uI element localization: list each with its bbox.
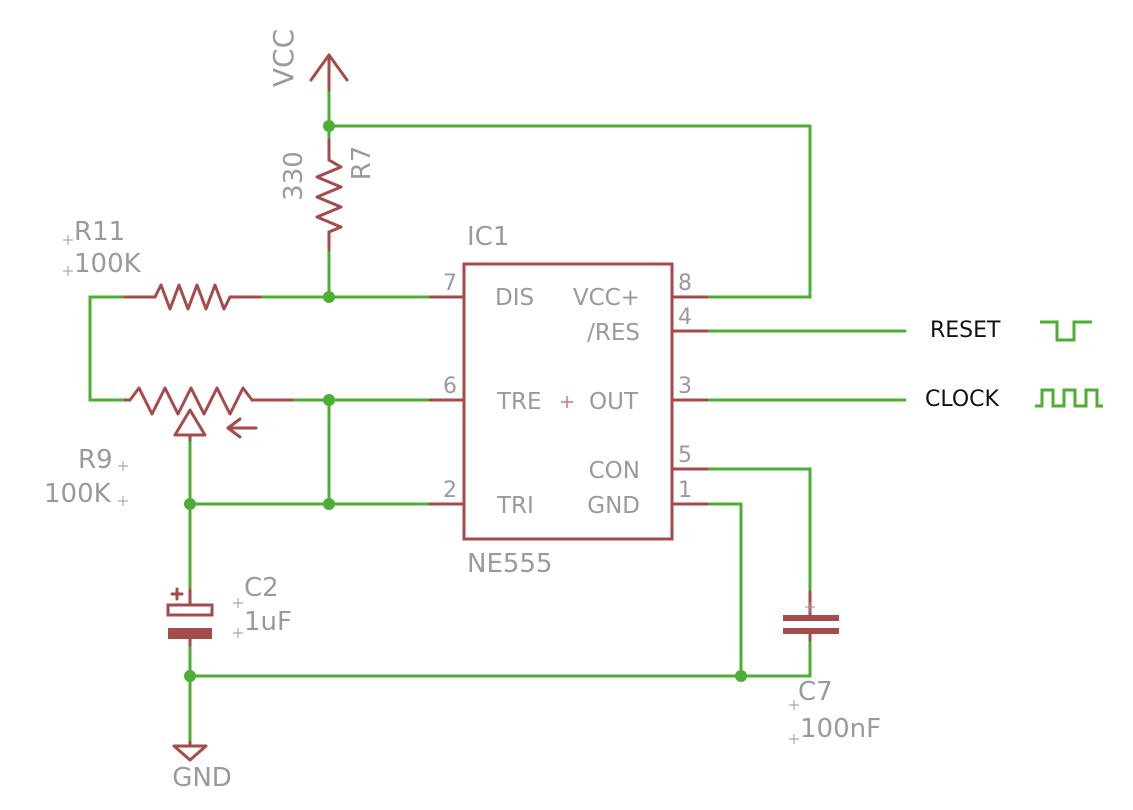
r9-name: R9 [78,445,113,475]
junction-dot [184,670,196,682]
pin-number-tri: 2 [443,478,457,503]
r7-value: 330 [279,151,309,201]
clock-net-label: CLOCK [925,387,1000,412]
junction-dot [323,498,335,510]
capacitor-c2: C2 1uF [166,573,292,647]
reset-net-label: RESET [930,318,1001,343]
wire-vcc-to-pin8 [327,88,812,299]
origin-cross [561,396,573,408]
pin-number-gnd: 1 [678,478,692,503]
wire-r11-to-r9 [88,295,127,402]
r9-value: 100K [44,479,112,509]
r11-value: 100K [74,249,142,279]
r7-name: R7 [347,146,377,181]
resistor-r11: R11 100K [63,217,262,311]
c2-value: 1uF [244,607,292,637]
junctions [184,120,747,682]
ic-part: NE555 [467,549,553,579]
capacitor-c7: C7 100nF [783,590,881,744]
pin-number-out: 3 [678,374,692,399]
reset-pulse-icon [1040,320,1092,342]
c7-value: 100nF [800,714,881,744]
ic-name: IC1 [467,222,509,252]
junction-dot [323,394,335,406]
gnd-label: GND [172,763,232,793]
pin-number-dis: 7 [443,271,457,296]
pin-number-res: 4 [678,305,692,330]
c7-name: C7 [798,677,833,707]
c2-name: C2 [244,573,279,603]
pin-label-dis: DIS [495,285,534,311]
r11-name: R11 [74,217,125,247]
pin-label-gnd: GND [587,493,640,519]
pin-label-out: OUT [589,389,639,415]
wires [88,88,907,744]
pin-label-vcc: VCC+ [573,285,640,311]
gnd-symbol: GND [172,740,232,793]
net-clock: CLOCK [925,387,1103,412]
pin-label-con: CON [589,458,640,484]
junction-dot [735,670,747,682]
junction-dot [184,498,196,510]
vcc-label: VCC [267,29,300,87]
ic1-ne555: IC1 NE555 7 6 2 8 4 3 5 1 DIS TRE TRI VC… [428,222,709,579]
pin-label-res: /RES [587,320,640,346]
net-reset: RESET [930,318,1092,343]
pin-number-con: 5 [678,443,692,468]
junction-dot [323,120,335,132]
pin-number-tre: 6 [443,374,457,399]
junction-dot [323,291,335,303]
clock-square-wave-icon [1035,388,1103,408]
pin-label-tre: TRE [496,389,542,415]
vcc-symbol: VCC [267,29,349,92]
wire-pin1-to-ground [705,502,743,678]
resistor-r7: 330 R7 [279,138,377,252]
potentiometer-r9: R9 100K [44,386,294,509]
wire-pin5-to-c7 [705,467,812,594]
pin-label-tri: TRI [496,493,534,519]
pin-number-vcc: 8 [678,271,692,296]
